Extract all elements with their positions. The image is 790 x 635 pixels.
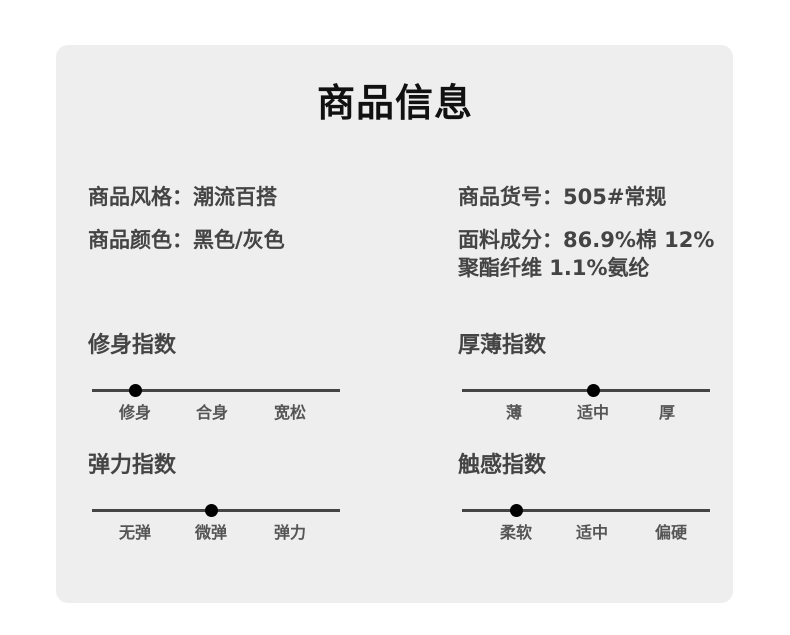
scale-label: 宽松 xyxy=(273,403,307,422)
scale-thickness: 薄 适中 厚 xyxy=(462,384,710,439)
scale-indicator-dot xyxy=(586,384,600,397)
section-title-elasticity: 弹力指数 xyxy=(88,453,177,478)
scale-line xyxy=(462,509,710,512)
section-title-thickness: 厚薄指数 xyxy=(458,333,547,358)
scale-label: 适中 xyxy=(576,403,610,422)
scale-label: 无弹 xyxy=(118,523,152,542)
scale-label: 合身 xyxy=(195,403,229,422)
scale-label: 微弹 xyxy=(194,523,228,542)
info-sku: 商品货号：505#常规 xyxy=(458,185,667,209)
scale-line xyxy=(462,389,710,392)
scale-label: 柔软 xyxy=(499,523,533,542)
scale-label: 弹力 xyxy=(273,523,307,542)
scale-indicator-dot xyxy=(509,504,523,517)
scale-elasticity: 无弹 微弹 弹力 xyxy=(92,504,340,559)
section-title-fit: 修身指数 xyxy=(88,333,177,358)
info-fabric: 面料成分：86.9%棉 12%聚酯纤维 1.1%氨纶 xyxy=(458,228,715,280)
scale-line xyxy=(92,389,340,392)
info-color: 商品颜色：黑色/灰色 xyxy=(88,228,285,252)
scale-indicator-dot xyxy=(128,384,142,397)
info-style: 商品风格：潮流百搭 xyxy=(88,185,277,209)
scale-touch: 柔软 适中 偏硬 xyxy=(462,504,710,559)
scale-label: 修身 xyxy=(118,403,152,422)
scale-indicator-dot xyxy=(204,504,218,517)
page-title: 商品信息 xyxy=(316,81,473,125)
scale-fit: 修身 合身 宽松 xyxy=(92,384,340,439)
scale-label: 薄 xyxy=(505,403,523,422)
scale-label: 偏硬 xyxy=(654,523,688,542)
section-title-touch: 触感指数 xyxy=(458,453,547,478)
scale-label: 厚 xyxy=(658,403,676,422)
scale-label: 适中 xyxy=(575,523,609,542)
